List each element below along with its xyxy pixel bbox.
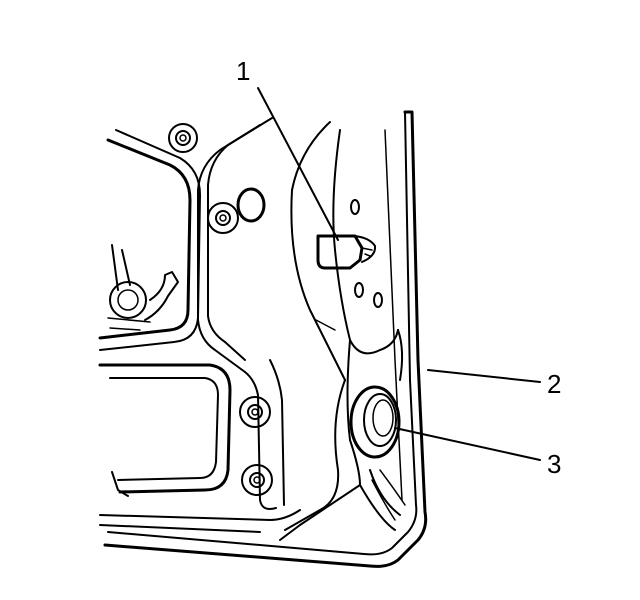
callout-3: 3 (547, 449, 561, 479)
callout-2: 2 (547, 369, 561, 399)
door-outer-frame (103, 110, 428, 568)
callout-1: 1 (236, 56, 250, 86)
inner-panel-contour (279, 121, 406, 541)
leader-line-2 (427, 369, 541, 383)
fastener-lower-1 (239, 396, 271, 428)
panel-holes (315, 199, 383, 331)
fastener-oval (236, 187, 266, 223)
fastener-top (168, 123, 198, 153)
large-grommet (349, 385, 401, 459)
wiring-connector (107, 244, 179, 497)
leader-line-3 (394, 427, 541, 461)
leader-line-1 (257, 87, 339, 241)
panel-opening (98, 117, 301, 533)
fastener-lower-2 (241, 464, 273, 496)
leader-lines (257, 87, 541, 461)
fastener-mid (207, 202, 239, 234)
clip-bracket (316, 234, 377, 270)
